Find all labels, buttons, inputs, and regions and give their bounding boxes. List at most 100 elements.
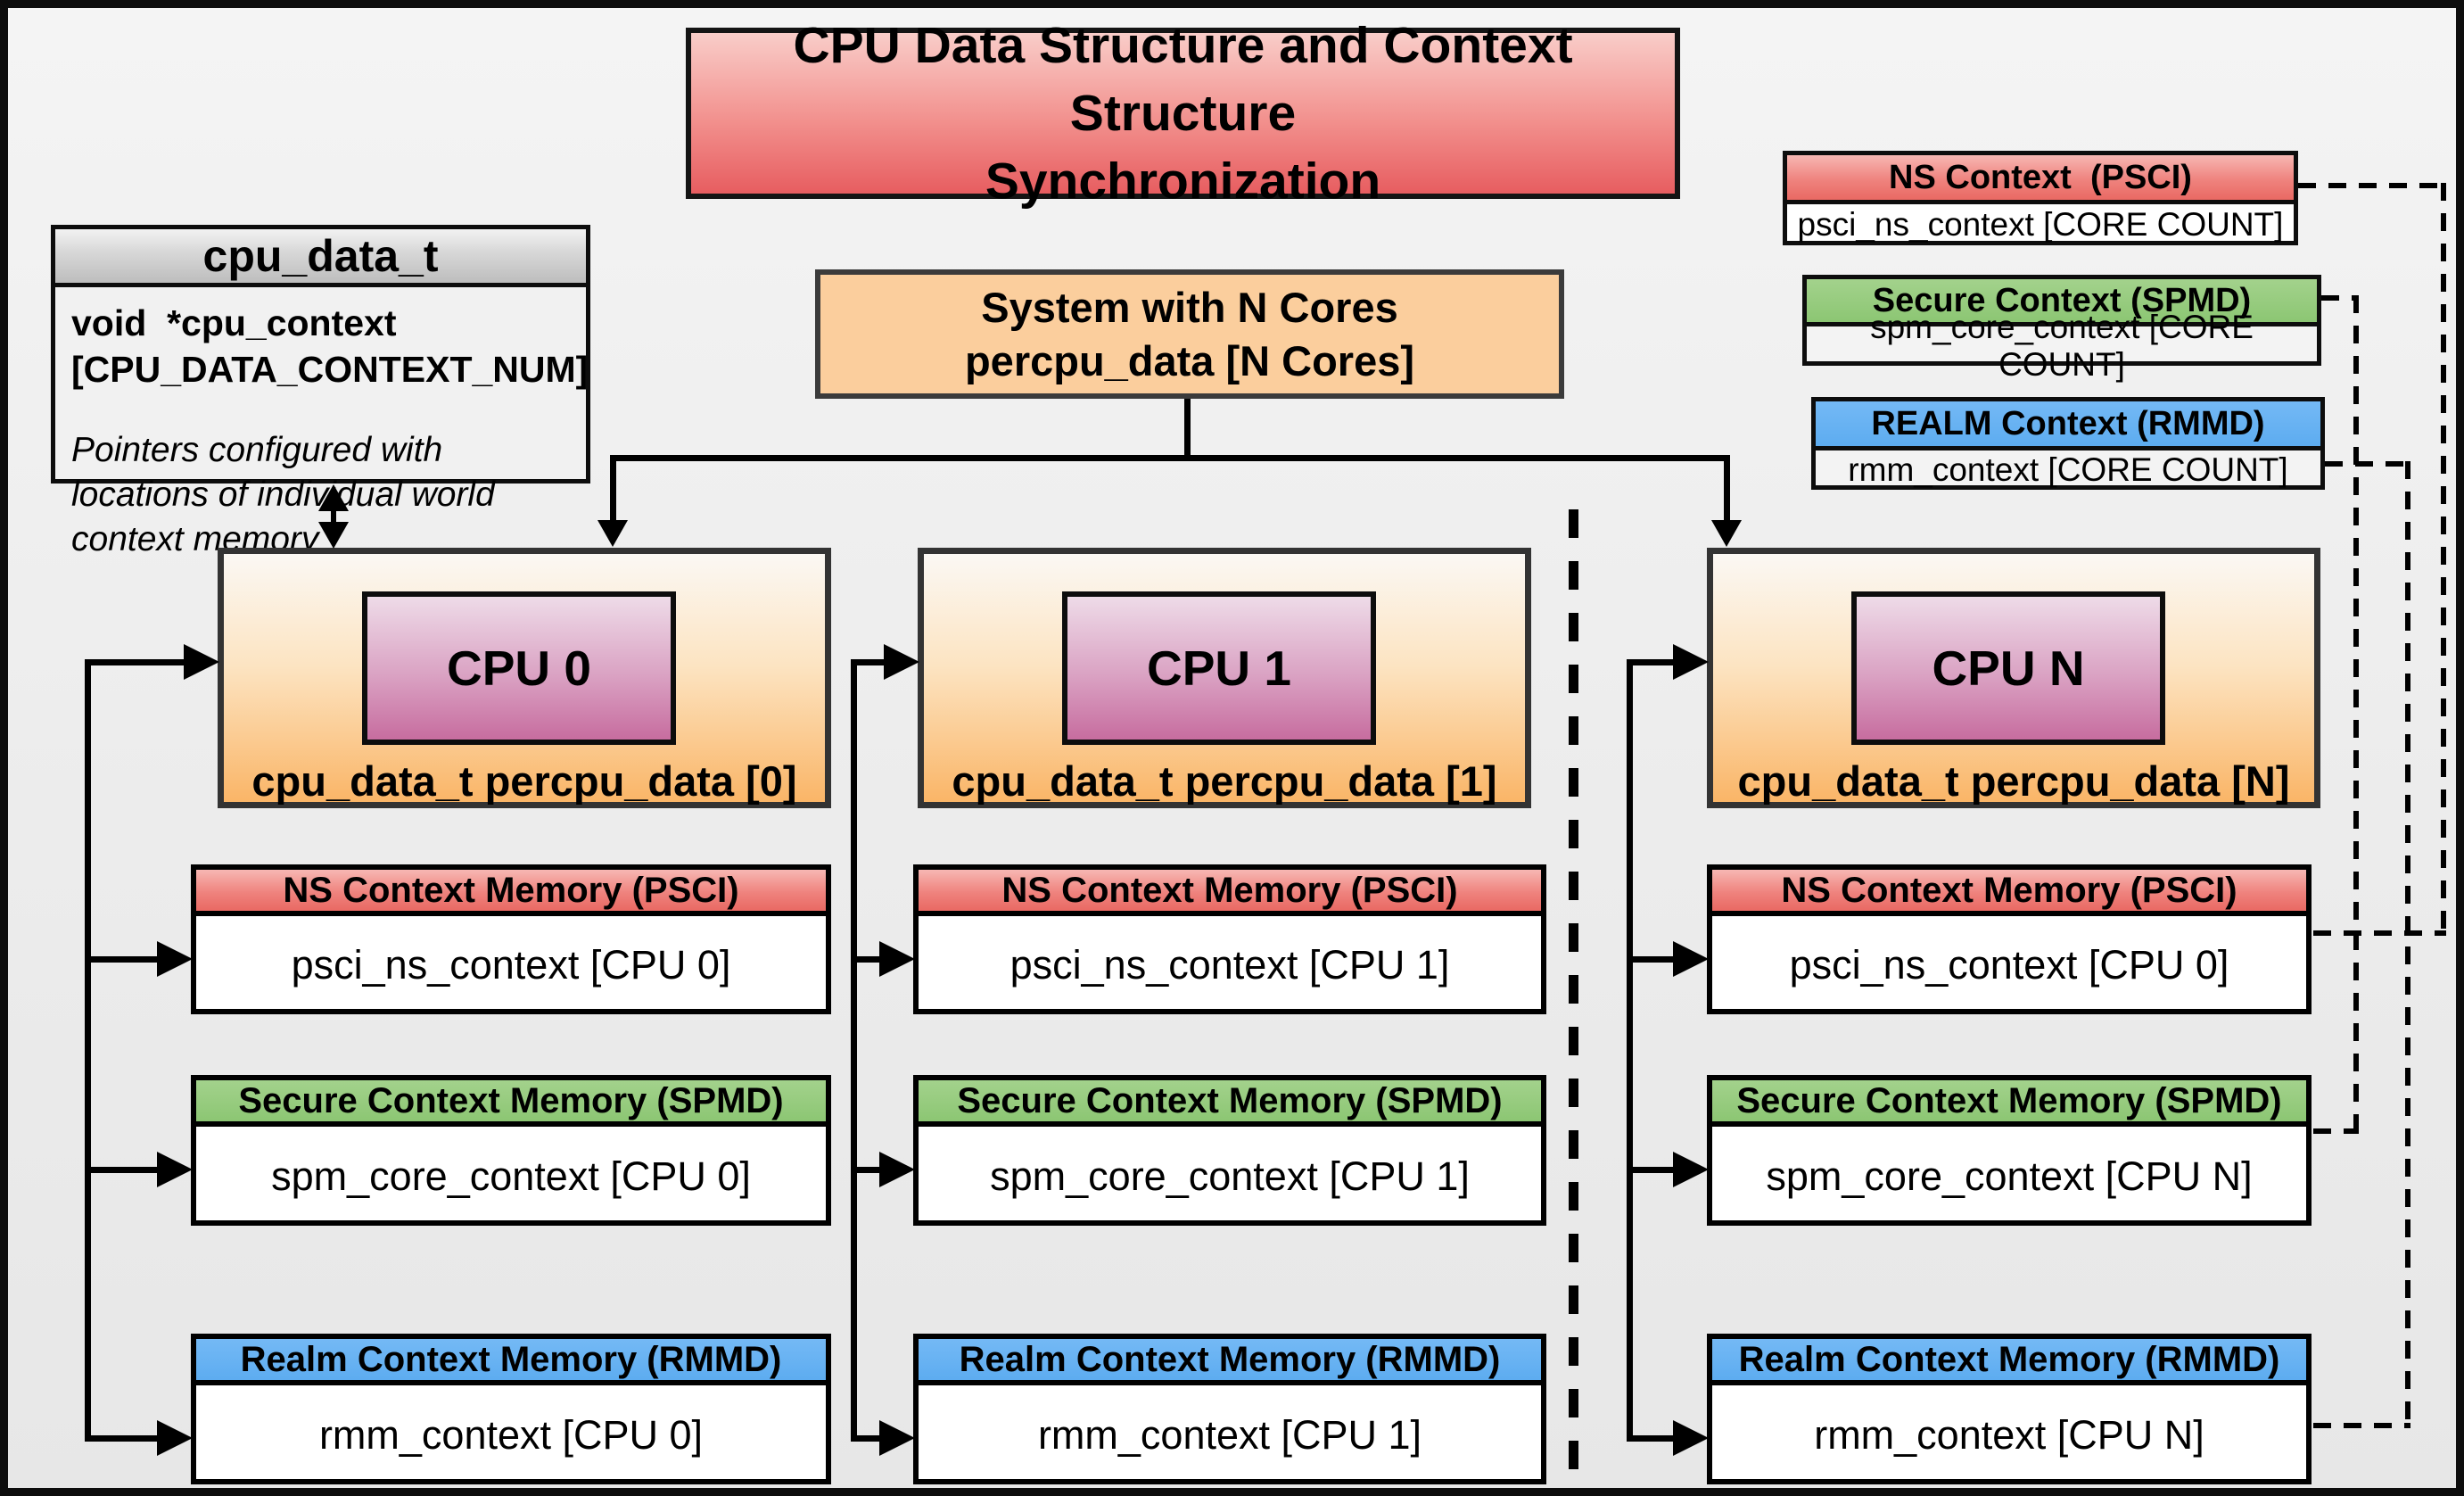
cpu0-secure-memory-box: Secure Context Memory (SPMD) spm_core_co… — [191, 1075, 831, 1226]
dashed-realm-legend-out — [2325, 461, 2410, 467]
cpu-data-t-note: Pointers configured with locations of in… — [71, 431, 495, 558]
cpu-context-field-line2: [CPU_DATA_CONTEXT_NUM] — [71, 349, 589, 390]
legend-ns-header: NS Context (PSCI) — [1787, 155, 2294, 204]
legend-secure-context: Secure Context (SPMD) spm_core_context [… — [1802, 275, 2321, 383]
cpu1-label: CPU 1 — [1062, 591, 1376, 745]
cpu1-branch-secure — [851, 1167, 881, 1173]
legend-realm-header: REALM Context (RMMD) — [1816, 401, 2320, 450]
cpu0-realm-memory-box: Realm Context Memory (RMMD) rmm_context … — [191, 1334, 831, 1484]
cpun-label: CPU N — [1851, 591, 2165, 745]
cpun-branch-ns — [1627, 956, 1675, 963]
cpu0-branch-realm — [85, 1435, 158, 1442]
cpu1-realm-body: rmm_context [CPU 1] — [1037, 1411, 1422, 1458]
system-line1: System with N Cores — [981, 283, 1398, 331]
cpun-ns-memory-box: NS Context Memory (PSCI) psci_ns_context… — [1707, 864, 2312, 1014]
legend-realm-context: REALM Context (RMMD) rmm_context [CORE C… — [1811, 397, 2325, 490]
cpun-realm-header: Realm Context Memory (RMMD) — [1712, 1339, 2306, 1385]
legend-secure-body: spm_core_context [CORE COUNT] — [1870, 309, 2254, 383]
diagram-title-line1: CPU Data Structure and Context Structure — [793, 17, 1573, 142]
cpu1-secure-body: spm_core_context [CPU 1] — [990, 1153, 1470, 1199]
column-separator-dashed-line — [1569, 509, 1578, 1488]
arrow-into-cpun-top — [1711, 520, 1742, 547]
connector-to-cpu0-down — [610, 455, 616, 525]
cpu0-secure-body: spm_core_context [CPU 0] — [271, 1153, 751, 1199]
cpu0-secure-header: Secure Context Memory (SPMD) — [196, 1080, 826, 1127]
system-line2: percpu_data [N Cores] — [964, 336, 1415, 384]
cpun-branch-cpu — [1627, 659, 1675, 665]
diagram-title-line2: Synchronization — [985, 153, 1381, 210]
arrow-into-cpu1-realm — [879, 1420, 915, 1456]
arrow-up-to-cpu-data-t — [318, 484, 349, 511]
cpu0-realm-body: rmm_context [CPU 0] — [318, 1411, 704, 1458]
cpu1-branch-realm — [851, 1435, 881, 1442]
arrow-into-cpu1-ns — [879, 941, 915, 977]
cpu0-box: CPU 0 cpu_data_t percpu_data [0] — [218, 548, 831, 808]
cpu-data-t-header: cpu_data_t — [55, 229, 586, 287]
cpu1-realm-header: Realm Context Memory (RMMD) — [919, 1339, 1541, 1385]
cpun-secure-body: spm_core_context [CPU N] — [1766, 1153, 2253, 1199]
cpu0-ns-body: psci_ns_context [CPU 0] — [291, 942, 731, 988]
cpu0-ns-header: NS Context Memory (PSCI) — [196, 870, 826, 916]
dashed-ns-vertical — [2441, 183, 2446, 936]
cpun-ns-body: psci_ns_context [CPU 0] — [1789, 942, 2229, 988]
arrow-into-cpu0-realm — [157, 1420, 193, 1456]
legend-ns-context: NS Context (PSCI) psci_ns_context [CORE … — [1783, 151, 2298, 245]
cpu0-branch-ns — [85, 956, 158, 963]
cpun-pointer-trunk — [1627, 659, 1633, 1442]
arrow-into-cpu0-box — [184, 644, 219, 680]
cpu0-branch-cpu — [85, 659, 185, 665]
cpu-data-t-box: cpu_data_t void *cpu_context [CPU_DATA_C… — [51, 225, 590, 558]
cpu1-branch-ns — [851, 956, 881, 963]
system-box: System with N Cores percpu_data [N Cores… — [815, 269, 1564, 399]
arrow-into-cpun-box — [1673, 644, 1709, 680]
arrow-into-cpu0-secure — [157, 1152, 193, 1187]
cpu0-data-text: cpu_data_t percpu_data [0] — [251, 756, 797, 805]
arrow-down-to-cpu0 — [318, 522, 349, 549]
legend-realm-body: rmm_context [CORE COUNT] — [1848, 451, 2288, 488]
legend-secure-header: Secure Context (SPMD) — [1807, 279, 2317, 326]
cpu1-branch-cpu — [851, 659, 886, 665]
cpun-ns-header: NS Context Memory (PSCI) — [1712, 870, 2306, 916]
cpu1-secure-memory-box: Secure Context Memory (SPMD) spm_core_co… — [913, 1075, 1546, 1226]
diagram-title-box: CPU Data Structure and Context Structure… — [686, 17, 1680, 210]
cpu0-branch-secure — [85, 1167, 158, 1173]
dashed-secure-legend-out — [2321, 295, 2359, 301]
cpu0-realm-header: Realm Context Memory (RMMD) — [196, 1339, 826, 1385]
cpu0-label: CPU 0 — [362, 591, 676, 745]
connector-to-cpun-down — [1724, 455, 1730, 525]
arrow-into-cpun-ns — [1673, 941, 1709, 977]
cpu-context-field-line1: void *cpu_context — [71, 302, 397, 343]
cpu1-ns-memory-box: NS Context Memory (PSCI) psci_ns_context… — [913, 864, 1546, 1014]
cpu0-pointer-trunk — [85, 659, 91, 1442]
cpu1-pointer-trunk — [851, 659, 857, 1442]
cpu1-box: CPU 1 cpu_data_t percpu_data [1] — [918, 548, 1531, 808]
legend-ns-body: psci_ns_context [CORE COUNT] — [1797, 206, 2284, 243]
arrow-into-cpu0-top — [597, 520, 628, 547]
cpu1-secure-header: Secure Context Memory (SPMD) — [919, 1080, 1541, 1127]
arrow-into-cpu1-secure — [879, 1152, 915, 1187]
dashed-ns-legend-out — [2298, 183, 2446, 188]
cpu1-realm-memory-box: Realm Context Memory (RMMD) rmm_context … — [913, 1334, 1546, 1484]
cpun-branch-realm — [1627, 1435, 1675, 1442]
arrow-into-cpu1-box — [884, 644, 919, 680]
cpu1-data-text: cpu_data_t percpu_data [1] — [952, 756, 1497, 805]
cpun-data-text: cpu_data_t percpu_data [N] — [1737, 756, 2290, 805]
cpun-secure-memory-box: Secure Context Memory (SPMD) spm_core_co… — [1707, 1075, 2312, 1226]
cpun-box: CPU N cpu_data_t percpu_data [N] — [1707, 548, 2320, 808]
cpu1-ns-header: NS Context Memory (PSCI) — [919, 870, 1541, 916]
connector-fanout-horizontal — [610, 455, 1730, 461]
dashed-secure-into-box — [2313, 1128, 2359, 1134]
arrow-into-cpun-secure — [1673, 1152, 1709, 1187]
dashed-realm-vertical — [2405, 461, 2410, 1425]
connector-system-down — [1184, 399, 1191, 461]
cpu1-ns-body: psci_ns_context [CPU 1] — [1009, 942, 1450, 988]
dashed-secure-vertical — [2353, 295, 2359, 1132]
cpun-realm-body: rmm_context [CPU N] — [1814, 1411, 2204, 1458]
cpu0-ns-memory-box: NS Context Memory (PSCI) psci_ns_context… — [191, 864, 831, 1014]
cpun-secure-header: Secure Context Memory (SPMD) — [1712, 1080, 2306, 1127]
cpun-realm-memory-box: Realm Context Memory (RMMD) rmm_context … — [1707, 1334, 2312, 1484]
dashed-realm-into-box — [2313, 1423, 2410, 1428]
arrow-into-cpun-realm — [1673, 1420, 1709, 1456]
dashed-link-cpu-data-t — [331, 511, 336, 524]
